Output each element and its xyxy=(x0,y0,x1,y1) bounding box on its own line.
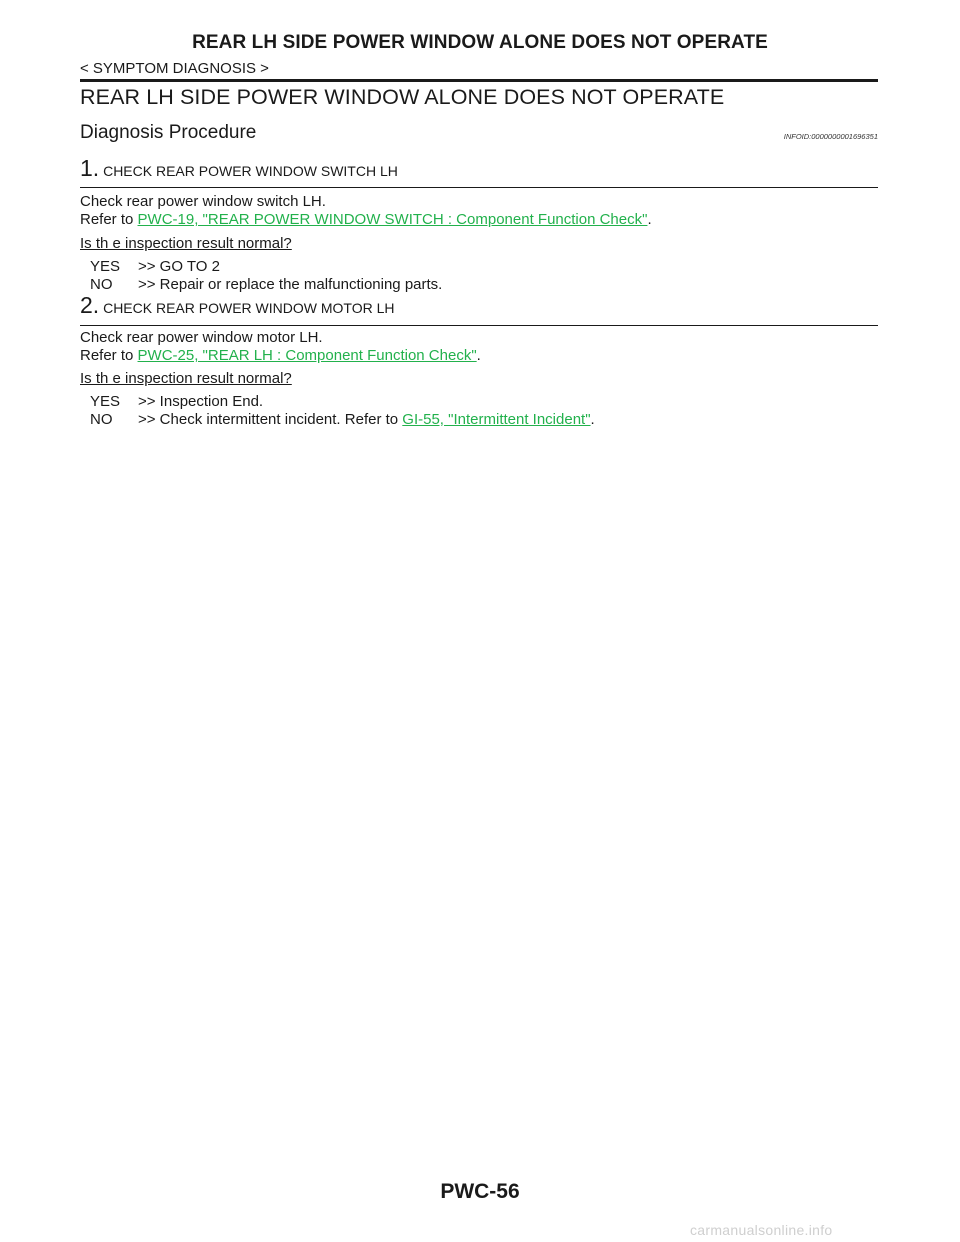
reference-suffix: . xyxy=(647,211,652,228)
section-path: < SYMPTOM DIAGNOSIS > xyxy=(80,60,269,77)
reference-suffix: . xyxy=(476,347,481,364)
step-heading-2: 2. CHECK REAR POWER WINDOW MOTOR LH xyxy=(80,292,395,319)
answer-key: YES xyxy=(90,393,121,410)
step-reference: Refer to PWC-19, "REAR POWER WINDOW SWIT… xyxy=(80,211,652,228)
step-instruction: Check rear power window switch LH. xyxy=(80,193,326,210)
step-divider xyxy=(80,325,878,326)
step-divider xyxy=(80,187,878,188)
step-instruction: Check rear power window motor LH. xyxy=(80,329,323,346)
answer-key: NO xyxy=(90,276,113,293)
reference-link[interactable]: PWC-25, "REAR LH : Component Function Ch… xyxy=(137,347,477,364)
answer-text: >> Repair or replace the malfunctioning … xyxy=(138,276,443,293)
step-reference: Refer to PWC-25, "REAR LH : Component Fu… xyxy=(80,347,481,364)
step-number: 1. xyxy=(80,155,100,181)
reference-prefix: Refer to xyxy=(80,347,138,364)
step-heading-text: CHECK REAR POWER WINDOW MOTOR LH xyxy=(103,300,395,316)
reference-suffix: . xyxy=(590,411,595,428)
answer-yes: YES >> Inspection End. xyxy=(90,393,263,410)
page-title: REAR LH SIDE POWER WINDOW ALONE DOES NOT… xyxy=(80,85,725,109)
question-text: Is th e inspection result normal? xyxy=(80,235,292,252)
answer-no: NO >> Repair or replace the malfunctionin… xyxy=(90,276,442,293)
page-header-title: REAR LH SIDE POWER WINDOW ALONE DOES NOT… xyxy=(192,32,768,53)
inspection-question: Is th e inspection result normal? xyxy=(80,235,292,252)
step-heading-1: 1. CHECK REAR POWER WINDOW SWITCH LH xyxy=(80,155,398,182)
answer-key: YES xyxy=(90,258,121,275)
answer-text: >> Inspection End. xyxy=(138,393,264,410)
answer-yes: YES >> GO TO 2 xyxy=(90,258,220,275)
question-text: Is th e inspection result normal? xyxy=(80,370,292,387)
inspection-question: Is th e inspection result normal? xyxy=(80,370,292,387)
step-heading-text: CHECK REAR POWER WINDOW SWITCH LH xyxy=(103,163,398,179)
answer-text: >> Check intermittent incident. Refer to xyxy=(138,411,403,428)
answer-no: NO >> Check intermittent incident. Refer … xyxy=(90,411,595,428)
answer-key: NO xyxy=(90,411,113,428)
info-id: INFOID:0000000001696351 xyxy=(783,132,878,141)
reference-link[interactable]: PWC-19, "REAR POWER WINDOW SWITCH : Comp… xyxy=(137,211,648,228)
header-divider xyxy=(80,79,878,82)
reference-link[interactable]: GI-55, "Intermittent Incident" xyxy=(402,411,591,428)
answer-text: >> GO TO 2 xyxy=(138,258,220,275)
reference-prefix: Refer to xyxy=(80,211,138,228)
step-number: 2. xyxy=(80,292,100,318)
watermark: carmanualsonline.info xyxy=(690,1222,833,1238)
page-number: PWC-56 xyxy=(440,1180,520,1203)
procedure-title: Diagnosis Procedure xyxy=(80,122,257,143)
